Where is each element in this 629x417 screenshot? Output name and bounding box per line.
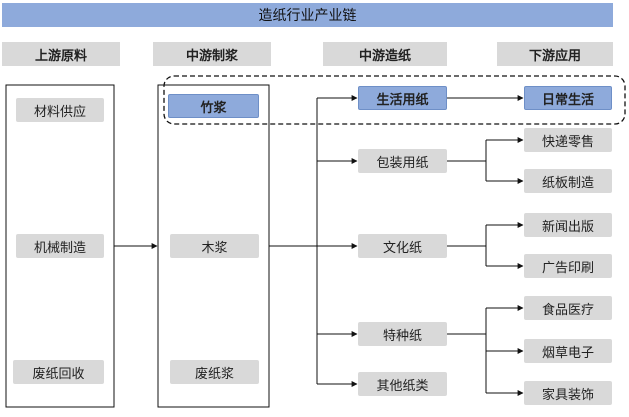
highlight-dashed-frame: [163, 75, 626, 125]
node-wastepaper-pulp: 废纸浆: [170, 360, 259, 384]
node-bamboo-pulp: 竹浆: [168, 94, 259, 118]
header-midstream-pulp: 中游制浆: [153, 42, 271, 66]
header-upstream: 上游原料: [2, 42, 120, 66]
node-wastepaper-recycling: 废纸回收: [13, 360, 104, 384]
node-tissue-paper: 生活用纸: [358, 86, 447, 110]
node-ad-printing: 广告印刷: [524, 254, 612, 278]
header-downstream: 下游应用: [497, 42, 613, 66]
node-specialty-paper: 特种纸: [358, 322, 447, 346]
node-furniture-decor: 家具装饰: [524, 381, 612, 405]
diagram-title: 造纸行业产业链: [2, 3, 613, 27]
node-news-publishing: 新闻出版: [524, 213, 612, 237]
node-daily-life: 日常生活: [524, 86, 612, 110]
node-other-paper: 其他纸类: [358, 372, 447, 396]
node-wood-pulp: 木浆: [170, 234, 259, 258]
node-tobacco-electronics: 烟草电子: [524, 339, 612, 363]
node-machinery: 机械制造: [16, 234, 104, 258]
node-packaging-paper: 包装用纸: [358, 149, 447, 173]
node-cardboard-making: 纸板制造: [524, 169, 612, 193]
node-express-retail: 快递零售: [524, 128, 612, 152]
header-midstream-paper: 中游造纸: [323, 42, 447, 66]
node-cultural-paper: 文化纸: [358, 234, 447, 258]
node-material-supply: 材料供应: [16, 98, 104, 122]
node-food-medical: 食品医疗: [524, 296, 612, 320]
